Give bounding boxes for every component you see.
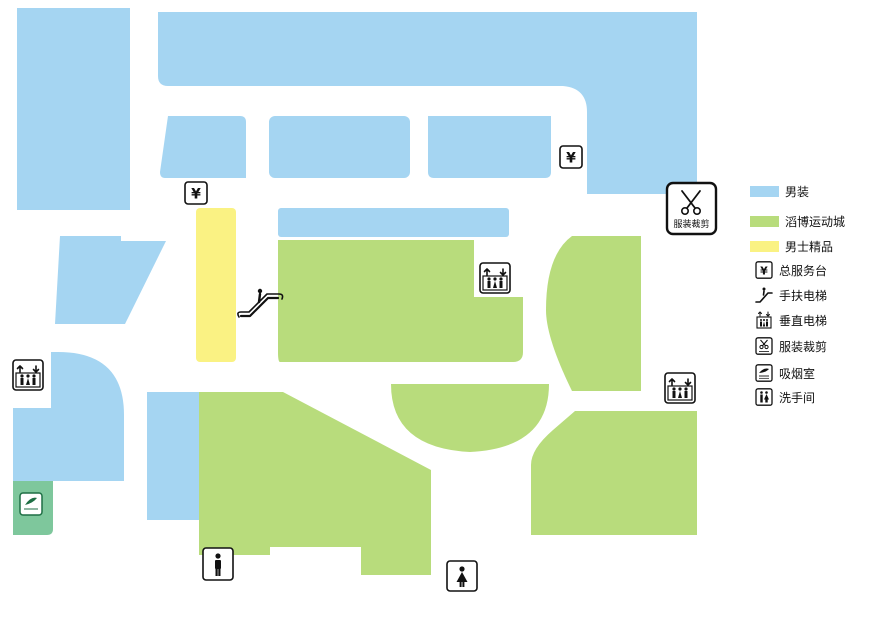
elevator-icon bbox=[664, 372, 696, 404]
legend-label: 吸烟室 bbox=[779, 366, 816, 381]
shop-blue-west-low bbox=[13, 352, 124, 481]
haircut-label: 服装裁剪 bbox=[673, 218, 709, 230]
legend-item-mens-goods: 男士精品 bbox=[750, 237, 833, 255]
shop-blue-north-b bbox=[269, 116, 410, 178]
restroom-male-icon bbox=[202, 547, 234, 581]
legend-item-mens-wear: 男装 bbox=[750, 182, 809, 200]
scissors-icon bbox=[755, 337, 773, 355]
svg-text:¥: ¥ bbox=[760, 265, 768, 278]
legend-label: 滔博运动城 bbox=[785, 214, 846, 229]
smoking-icon bbox=[755, 364, 773, 382]
legend-item-smoking: 吸烟室 bbox=[750, 364, 815, 382]
escalator-icon bbox=[237, 288, 284, 318]
legend-label: 男士精品 bbox=[785, 239, 834, 254]
escalator-icon bbox=[755, 287, 773, 303]
smoking-room bbox=[13, 481, 53, 535]
legend-label: 服装裁剪 bbox=[779, 339, 828, 354]
restroom-icon bbox=[755, 388, 773, 406]
legend-item-sports-city: 滔博运动城 bbox=[750, 212, 845, 230]
shop-green-south-west bbox=[199, 392, 431, 575]
legend-label: 男装 bbox=[785, 184, 810, 199]
legend-swatch-yellow bbox=[750, 240, 779, 252]
legend-item-haircut: 服装裁剪 bbox=[750, 337, 827, 355]
sports-city-zones bbox=[199, 236, 697, 575]
service-desk-icon bbox=[559, 145, 583, 169]
service-desk-icon bbox=[184, 181, 208, 205]
legend-swatch-green bbox=[750, 215, 779, 227]
shop-blue-west-mid bbox=[55, 236, 166, 324]
legend-item-escalator: 手扶电梯 bbox=[750, 286, 827, 304]
legend-item-service-desk: ¥ 总服务台 bbox=[750, 261, 827, 279]
legend-label: 手扶电梯 bbox=[779, 288, 828, 303]
elevator-icon bbox=[479, 262, 511, 294]
legend-item-elevator: 垂直电梯 bbox=[750, 311, 827, 329]
restroom-female-icon bbox=[446, 560, 478, 592]
shop-green-oval bbox=[391, 384, 549, 452]
shop-blue-center-strip bbox=[278, 208, 509, 237]
shop-blue-north-c bbox=[428, 116, 551, 178]
shop-blue-north-a bbox=[160, 116, 246, 178]
shop-green-east-lower bbox=[531, 411, 697, 535]
shop-green-center bbox=[278, 240, 523, 362]
yen-icon: ¥ bbox=[755, 261, 773, 279]
shop-blue-north-strip bbox=[158, 12, 697, 194]
elevator-icon bbox=[12, 359, 44, 391]
legend-label: 洗手间 bbox=[779, 390, 816, 405]
shop-blue-west-tall bbox=[17, 8, 130, 210]
shop-yellow-mens-goods bbox=[196, 208, 236, 362]
shop-blue-south-strip bbox=[147, 392, 203, 520]
legend-swatch-blue bbox=[750, 185, 779, 197]
haircut-service-icon: 服装裁剪 bbox=[665, 181, 718, 236]
mens-wear-zones bbox=[13, 8, 697, 520]
legend-label: 垂直电梯 bbox=[779, 313, 828, 328]
legend-item-restroom: 洗手间 bbox=[750, 388, 815, 406]
legend-label: 总服务台 bbox=[779, 263, 828, 278]
elevator-icon bbox=[756, 311, 772, 329]
shop-green-east-upper bbox=[546, 236, 641, 391]
